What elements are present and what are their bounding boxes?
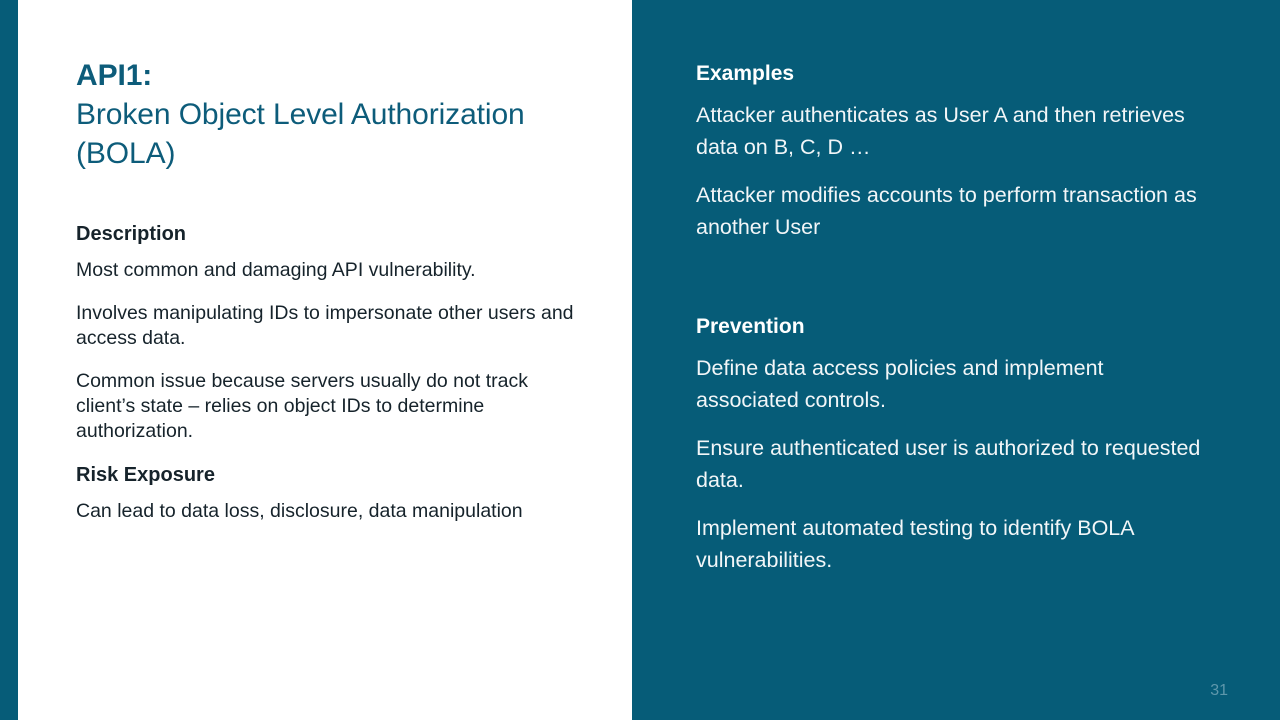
- section-spacer: [696, 259, 1208, 313]
- page-number: 31: [1210, 682, 1228, 699]
- right-teal-panel: [632, 0, 1280, 720]
- description-paragraph: Common issue because servers usually do …: [76, 370, 528, 442]
- prevention-paragraph: Ensure authenticated user is authorized …: [696, 436, 1201, 492]
- page-title: API1: Broken Object Level Authorization …: [76, 56, 596, 173]
- title-subject: Broken Object Level Authorization (BOLA): [76, 98, 525, 170]
- risk-exposure-heading: Risk Exposure: [76, 464, 215, 486]
- left-body: Description Most common and damaging API…: [76, 221, 596, 524]
- prevention-paragraph: Define data access policies and implemen…: [696, 356, 1104, 412]
- left-content-column: API1: Broken Object Level Authorization …: [76, 56, 596, 524]
- title-label: API1:: [76, 59, 153, 92]
- examples-paragraph: Attacker modifies accounts to perform tr…: [696, 183, 1197, 239]
- right-content-column: Examples Attacker authenticates as User …: [696, 60, 1208, 576]
- description-paragraph: Involves manipulating IDs to impersonate…: [76, 302, 574, 349]
- prevention-paragraph: Implement automated testing to identify …: [696, 516, 1134, 572]
- description-paragraph: Most common and damaging API vulnerabili…: [76, 259, 476, 281]
- examples-heading: Examples: [696, 62, 795, 85]
- prevention-heading: Prevention: [696, 315, 805, 338]
- left-accent-stripe: [0, 0, 18, 720]
- examples-paragraph: Attacker authenticates as User A and the…: [696, 103, 1185, 159]
- description-heading: Description: [76, 223, 187, 245]
- risk-exposure-paragraph: Can lead to data loss, disclosure, data …: [76, 500, 523, 522]
